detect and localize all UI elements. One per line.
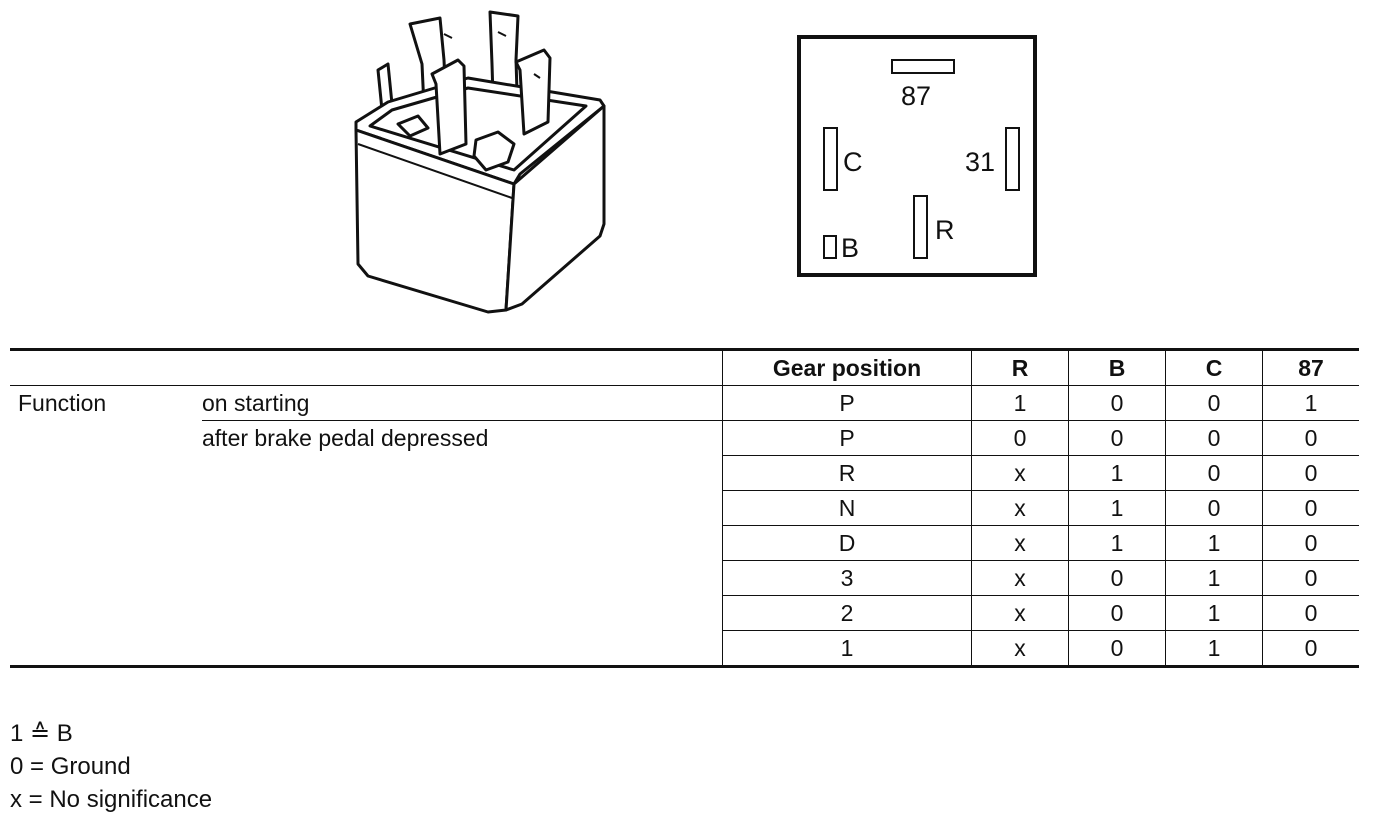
header-empty-2: [202, 349, 723, 386]
legend-item: 0 = Ground: [10, 753, 131, 780]
pin-label-b: B: [841, 233, 860, 263]
condition-on-starting: on starting: [202, 385, 723, 421]
cell-c: 0: [1165, 455, 1263, 491]
cell-r: x: [971, 490, 1069, 526]
cell-r: x: [971, 630, 1069, 667]
pin-label-c: C: [843, 147, 863, 177]
cell-empty: [202, 561, 723, 596]
relay-drawing: [354, 10, 606, 314]
cell-87: 1: [1262, 385, 1359, 421]
cell-87: 0: [1262, 455, 1359, 491]
cell-empty: [202, 526, 723, 561]
table-row: 1 x 0 1 0: [10, 630, 1359, 667]
cell-87: 0: [1262, 525, 1359, 561]
table-row: D x 1 1 0: [10, 525, 1359, 561]
table-row: Function on starting P 1 0 0 1: [10, 385, 1359, 421]
cell-empty: [202, 456, 723, 491]
cell-empty: [10, 526, 202, 561]
pin-layout-diagram: 87 C 31 R B: [797, 35, 1037, 277]
cell-gear: R: [722, 455, 972, 491]
cell-empty: [202, 596, 723, 631]
pin-slot-31: [1005, 127, 1020, 191]
header-empty-1: [10, 349, 202, 386]
cell-b: 0: [1068, 630, 1166, 667]
cell-b: 1: [1068, 525, 1166, 561]
table-row: after brake pedal depressed P 0 0 0 0: [10, 420, 1359, 456]
cell-gear: P: [722, 420, 972, 456]
cell-87: 0: [1262, 630, 1359, 667]
table-header-row: Gear position R B C 87: [10, 349, 1359, 386]
cell-87: 0: [1262, 420, 1359, 456]
cell-c: 1: [1165, 630, 1263, 667]
pin-label-31: 31: [965, 147, 996, 177]
cell-gear: D: [722, 525, 972, 561]
cell-c: 1: [1165, 560, 1263, 596]
header-r: R: [971, 349, 1069, 386]
cell-87: 0: [1262, 595, 1359, 631]
cell-b: 0: [1068, 560, 1166, 596]
function-label: Function: [18, 390, 107, 417]
cell-empty: [10, 491, 202, 526]
cell-b: 1: [1068, 455, 1166, 491]
cell-r: x: [971, 525, 1069, 561]
pin-slot-c: [823, 127, 838, 191]
cell-gear: 1: [722, 630, 972, 667]
cell-b: 0: [1068, 385, 1166, 421]
header-87: 87: [1262, 349, 1359, 386]
cell-r: x: [971, 595, 1069, 631]
cell-r: 1: [971, 385, 1069, 421]
cell-r: x: [971, 560, 1069, 596]
pin-slot-b: [823, 235, 837, 259]
cell-gear: 3: [722, 560, 972, 596]
cell-r: x: [971, 455, 1069, 491]
table-row: N x 1 0 0: [10, 490, 1359, 526]
cell-gear: P: [722, 385, 972, 421]
legend-item: 1 ≙ B: [10, 720, 73, 747]
cell-c: 0: [1165, 490, 1263, 526]
function-table-wrap: Gear position R B C 87 Function on start…: [10, 348, 1359, 668]
cell-empty: [10, 456, 202, 491]
table-row: 2 x 0 1 0: [10, 595, 1359, 631]
cell-c: 0: [1165, 420, 1263, 456]
cell-empty: [202, 491, 723, 526]
cell-gear: 2: [722, 595, 972, 631]
cell-c: 1: [1165, 525, 1263, 561]
cell-87: 0: [1262, 560, 1359, 596]
table-row: 3 x 0 1 0: [10, 560, 1359, 596]
pin-slot-r: [913, 195, 928, 259]
header-gear-position: Gear position: [722, 349, 972, 386]
header-c: C: [1165, 349, 1263, 386]
legend-item: x = No significance: [10, 786, 213, 813]
condition-after-brake: after brake pedal depressed: [202, 425, 489, 452]
cell-c: 0: [1165, 385, 1263, 421]
cell-empty: [10, 631, 202, 667]
cell-r: 0: [971, 420, 1069, 456]
cell-gear: N: [722, 490, 972, 526]
header-b: B: [1068, 349, 1166, 386]
function-table: Gear position R B C 87 Function on start…: [10, 348, 1359, 668]
cell-c: 1: [1165, 595, 1263, 631]
cell-empty: [10, 561, 202, 596]
cell-b: 0: [1068, 595, 1166, 631]
cell-empty: [10, 596, 202, 631]
cell-b: 1: [1068, 490, 1166, 526]
cell-b: 0: [1068, 420, 1166, 456]
cell-87: 0: [1262, 490, 1359, 526]
table-row: R x 1 0 0: [10, 455, 1359, 491]
relay-illustration: [348, 4, 612, 316]
cell-empty: [10, 421, 202, 456]
pin-slot-87: [891, 59, 955, 74]
pin-label-r: R: [935, 215, 955, 245]
pin-label-87: 87: [901, 81, 932, 111]
legend: 1 ≙ B 0 = Ground x = No significance: [10, 717, 212, 816]
cell-empty: [202, 631, 723, 667]
